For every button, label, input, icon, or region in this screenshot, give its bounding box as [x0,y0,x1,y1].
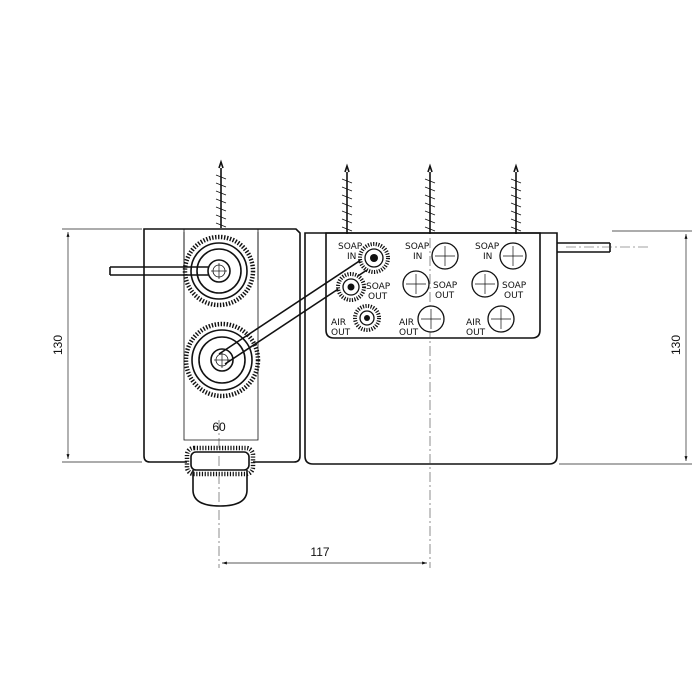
label-soap-in-3-line2: IN [483,252,492,262]
dimension-spacing-label: 117 [310,545,329,559]
adjust-knob [184,445,256,507]
mounting-screw-4 [510,163,522,234]
mounting-screw-2 [341,163,353,234]
lower-pump-wheel [183,321,261,399]
mounting-screw-1 [215,159,227,228]
label-soap-out-1-line2: OUT [368,292,388,302]
label-air-out-2-line2: OUT [399,328,419,338]
port-air-out-2 [417,305,445,333]
label-soap-in-1-line2: IN [347,252,356,262]
label-soap-out-2-line1: SOAP [433,281,458,291]
port-soap-out-2 [402,270,430,298]
port-air-out-3 [487,305,515,333]
label-soap-out-1-line1: SOAP [366,282,391,292]
port-soap-out-3 [471,270,499,298]
label-soap-out-3-line1: SOAP [502,281,527,291]
label-soap-out-3-line2: OUT [504,291,524,301]
port-soap-in-3 [499,242,527,270]
label-air-out-3-line2: OUT [466,328,486,338]
right-housing [304,232,558,465]
label-air-out-1-line1: AIR [331,318,346,328]
dimension-height-left-label: 130 [51,335,65,355]
label-soap-out-2-line2: OUT [435,291,455,301]
label-air-out-3-line1: AIR [466,318,481,328]
dimension-height-right-label: 130 [669,335,683,355]
label-soap-in-3-line1: SOAP [475,242,500,252]
right-outlet-tube [557,242,650,253]
mounting-screw-3 [424,163,436,234]
label-air-out-1-line2: OUT [331,328,351,338]
dimension-knob-label: 60 [212,420,226,434]
upper-pump-wheel [182,234,256,308]
dimension-height-right [559,230,692,465]
left-housing [143,228,301,463]
label-soap-in-2-line2: IN [413,252,422,262]
label-air-out-2-line1: AIR [399,318,414,328]
dimension-height-left [62,228,142,463]
port-air-out-1 [353,304,381,332]
label-soap-in-1-line1: SOAP [338,242,363,252]
left-supply-tube [109,266,208,276]
port-soap-out-1 [336,272,366,302]
label-soap-in-2-line1: SOAP [405,242,430,252]
port-soap-in-1 [358,242,390,274]
port-soap-in-2 [431,242,459,270]
